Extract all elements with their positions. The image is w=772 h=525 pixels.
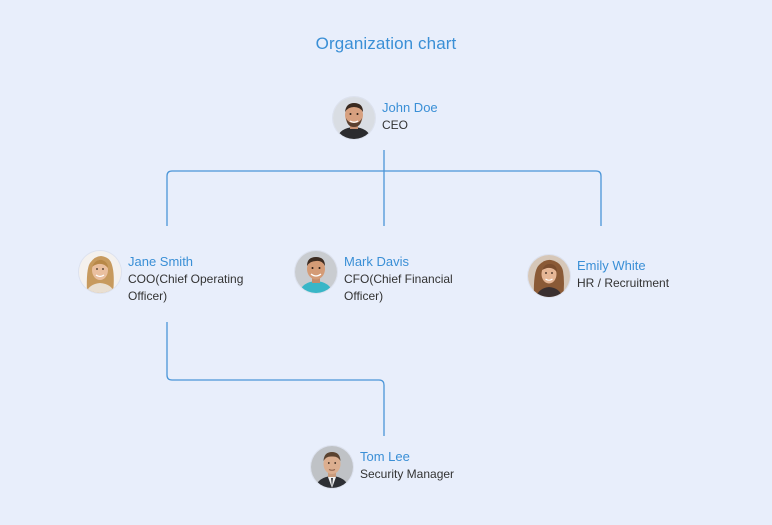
connector-right-branch <box>384 170 602 226</box>
ceo-role: CEO <box>382 118 409 132</box>
security-name: Tom Lee <box>360 449 410 464</box>
cfo-name: Mark Davis <box>344 254 410 269</box>
node-coo[interactable]: Jane Smith COO(Chief Operating Officer) <box>79 251 252 305</box>
connector-coo-security <box>166 322 385 436</box>
chart-title: Organization chart <box>315 34 457 53</box>
hr-role: HR / Recruitment <box>577 276 670 290</box>
node-hr[interactable]: Emily White HR / Recruitment <box>528 255 669 297</box>
ceo-name: John Doe <box>382 100 438 115</box>
coo-role: COO(Chief Operating Officer) <box>128 272 244 303</box>
hr-name: Emily White <box>577 258 646 273</box>
woman-curly-avatar-icon <box>528 255 570 297</box>
man-suit-avatar-icon <box>311 446 353 488</box>
node-security-manager[interactable]: Tom Lee Security Manager <box>311 446 454 488</box>
connector-left-branch <box>166 170 384 226</box>
cfo-role: CFO(Chief Financial Officer) <box>344 272 453 303</box>
node-cfo[interactable]: Mark Davis CFO(Chief Financial Officer) <box>295 251 468 305</box>
man-beard-avatar-icon <box>333 97 375 139</box>
man-teal-shirt-avatar-icon <box>295 251 337 293</box>
coo-name: Jane Smith <box>128 254 194 269</box>
node-ceo[interactable]: John Doe CEO <box>333 97 438 139</box>
security-role: Security Manager <box>360 467 455 481</box>
woman-blonde-avatar-icon <box>79 251 121 293</box>
